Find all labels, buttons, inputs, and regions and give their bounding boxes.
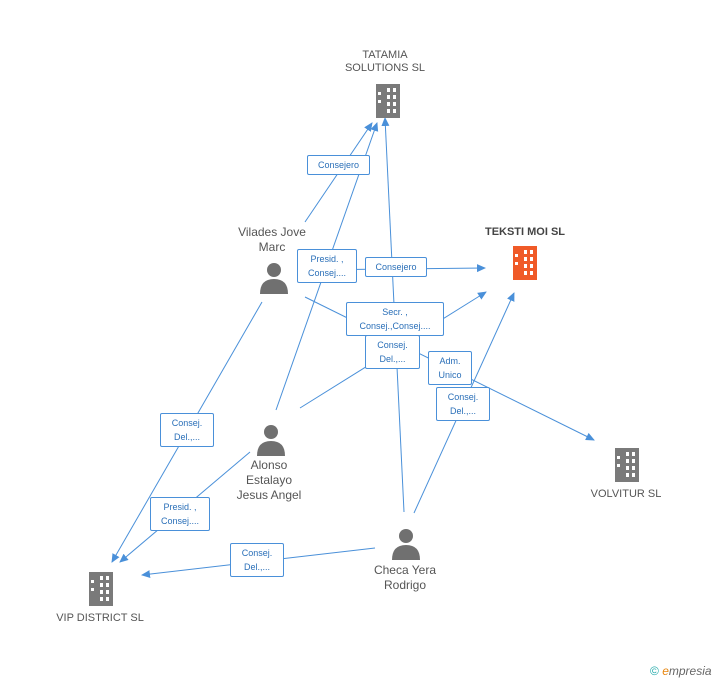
edge-label-consej-del-vilades-vip[interactable]: Consej. Del.,... — [160, 413, 214, 447]
person-label-checa[interactable]: Checa Yera Rodrigo — [373, 563, 437, 592]
company-label-tatamia[interactable]: TATAMIA SOLUTIONS SL — [344, 49, 426, 74]
brand-logo: empresia — [662, 664, 712, 678]
edge-label-consejero-teksti[interactable]: Consejero — [365, 257, 427, 277]
edge-label-consejero-tatamia[interactable]: Consejero — [307, 155, 370, 175]
edge-label-consej-del-checa-vip[interactable]: Consej. Del.,... — [230, 543, 284, 577]
building-icon-vip — [89, 572, 113, 606]
company-label-teksti[interactable]: TEKSTI MOI SL — [484, 226, 566, 238]
company-label-volvitur[interactable]: VOLVITUR SL — [590, 488, 662, 500]
company-label-vip[interactable]: VIP DISTRICT SL — [56, 612, 144, 624]
edge-label-presid-consej-vilades[interactable]: Presid. , Consej.... — [297, 249, 357, 283]
edge-label-adm-unico[interactable]: Adm. Unico — [428, 351, 472, 385]
edge-label-presid-consej-alonso-vip[interactable]: Presid. , Consej.... — [150, 497, 210, 531]
footer-brand: © empresia — [650, 664, 712, 678]
building-icon-tatamia — [376, 84, 400, 118]
building-icon-volvitur — [615, 448, 639, 482]
person-icon-vilades — [260, 263, 288, 294]
person-label-alonso[interactable]: Alonso Estalayo Jesus Angel — [236, 458, 302, 502]
building-icon-teksti — [513, 246, 537, 280]
person-label-vilades[interactable]: Vilades Jove Marc — [238, 225, 306, 254]
person-icon-alonso — [257, 425, 285, 456]
edge-label-consej-del-checa-teksti[interactable]: Consej. Del.,... — [436, 387, 490, 421]
person-icon-checa — [392, 529, 420, 560]
edge-label-consej-del-mid[interactable]: Consej. Del.,... — [365, 335, 420, 369]
edge-label-secr-consej[interactable]: Secr. , Consej.,Consej.... — [346, 302, 444, 336]
copyright-symbol: © — [650, 664, 659, 678]
